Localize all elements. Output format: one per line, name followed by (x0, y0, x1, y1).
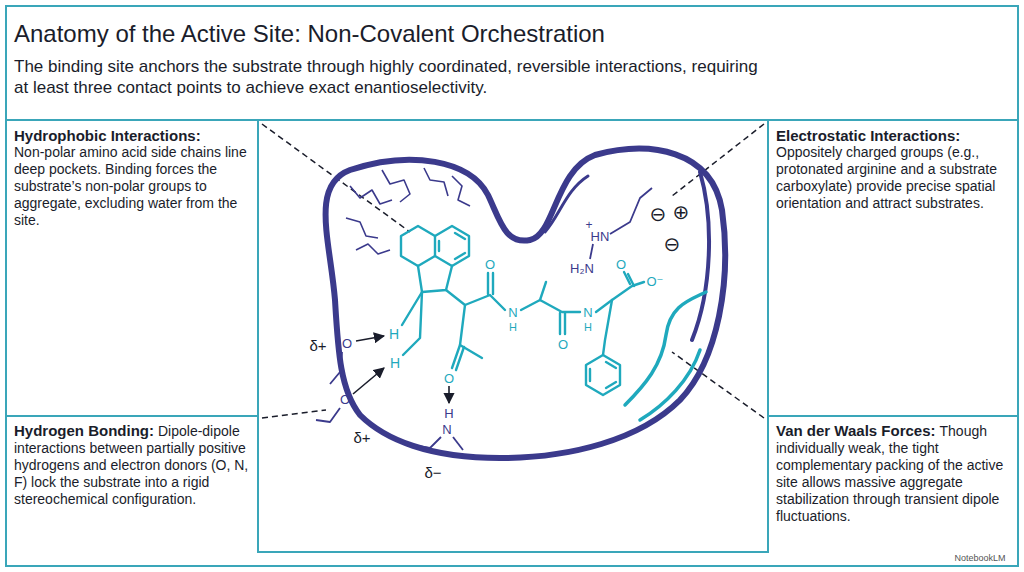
substrate-molecule (596, 282, 644, 312)
watermark: NotebookLM (954, 554, 1005, 563)
frame (6, 415, 258, 417)
frame (258, 120, 768, 552)
hydrophobic-side-chains (424, 168, 448, 196)
atom-label: O (444, 372, 454, 385)
active-site-outline (326, 149, 726, 458)
substrate-molecule (603, 300, 612, 355)
atom-label: N (442, 423, 451, 436)
panel-heading: Hydrogen Bonding: (14, 422, 154, 439)
caption: The binding site anchors the substrate t… (14, 56, 759, 98)
atom-label: O (485, 258, 495, 271)
leader-line (262, 410, 326, 418)
substrate-molecule (586, 355, 620, 395)
substrate-molecule (452, 345, 464, 370)
hydrogen-bond-arrow (353, 368, 384, 394)
substrate-molecule (590, 362, 616, 388)
atom-label: O (616, 258, 626, 271)
substrate-molecule (625, 292, 706, 405)
residue-chains (330, 352, 342, 384)
active-site-outline (545, 176, 588, 232)
atom-label: H (444, 407, 453, 420)
substrate-molecule (465, 295, 505, 310)
hydrogen-bond-arrow (448, 386, 450, 403)
atom-label: H (390, 356, 400, 370)
atom-label: H (389, 327, 399, 341)
residue-chains (453, 437, 463, 450)
hydrophobic-side-chains (452, 176, 470, 206)
hydrophobic-side-chains (356, 244, 390, 254)
panel-body: Oppositely charged groups (e.g., protona… (776, 144, 997, 211)
partial-charge: δ− (424, 465, 441, 480)
atom-label: O⁻ (647, 275, 664, 288)
atom-label: O (340, 393, 350, 406)
frame (768, 415, 1018, 417)
atom-label: H (584, 322, 592, 333)
ion-charge: ⊖ (650, 204, 667, 224)
panel-body: Non-polar amino acid side chains line de… (14, 144, 247, 228)
hydrophobic-side-chains (346, 218, 378, 238)
atom-label: H₂N (570, 262, 594, 275)
atom-label: H (509, 322, 517, 333)
frame (6, 6, 1018, 566)
substrate-molecule (401, 226, 706, 420)
info-panel: Hydrophobic Interactions:Non-polar amino… (14, 127, 252, 229)
hydrogen-bond-arrow (353, 336, 449, 403)
substrate-molecule (560, 313, 565, 334)
partial-charge: δ+ (353, 430, 370, 445)
frame (6, 6, 1018, 566)
atom-label: HN (591, 230, 610, 243)
residue-chains (418, 437, 441, 448)
residue-chains (316, 188, 652, 450)
info-panel: Hydrogen Bonding:Dipole-dipole interacti… (14, 422, 252, 508)
active-site-outline (692, 172, 709, 340)
substrate-molecule (521, 300, 580, 312)
substrate-molecule (439, 233, 465, 259)
leader-line (672, 352, 764, 418)
substrate-molecule (540, 282, 546, 300)
ion-charge: ⊕ (673, 202, 690, 222)
substrate-molecule (402, 292, 422, 325)
substrate-molecule (640, 350, 700, 420)
active-site-outline (326, 149, 726, 458)
substrate-molecule (418, 266, 452, 292)
info-panel: Van der Waals Forces:Though individually… (776, 422, 1012, 525)
hydrophobic-side-chains (350, 186, 392, 204)
ion-charge: ⊖ (664, 234, 681, 254)
atom-label: O (342, 337, 352, 350)
hydrophobic-side-chains (346, 168, 470, 254)
atom-label: O (558, 338, 568, 351)
substrate-molecule (435, 226, 469, 266)
substrate-molecule (624, 272, 634, 286)
hydrophobic-side-chains (382, 170, 410, 202)
partial-charge: δ+ (309, 338, 326, 353)
title: Anatomy of the Active Site: Non-Covalent… (14, 20, 605, 48)
panel-heading: Van der Waals Forces: (776, 422, 936, 439)
hydrogen-bond-arrow (356, 336, 384, 341)
atom-label: N (508, 306, 517, 319)
substrate-molecule (403, 292, 422, 355)
substrate-molecule (401, 226, 435, 266)
residue-chains (610, 188, 652, 234)
info-panel: Electrostatic Interactions:Oppositely ch… (776, 127, 1012, 212)
residue-chains (590, 244, 593, 259)
substrate-molecule (488, 273, 493, 294)
panel-heading: Electrostatic Interactions: (776, 127, 1008, 144)
residue-chains (316, 408, 340, 422)
panel-heading: Hydrophobic Interactions: (14, 127, 248, 144)
atom-label: N (583, 306, 592, 319)
